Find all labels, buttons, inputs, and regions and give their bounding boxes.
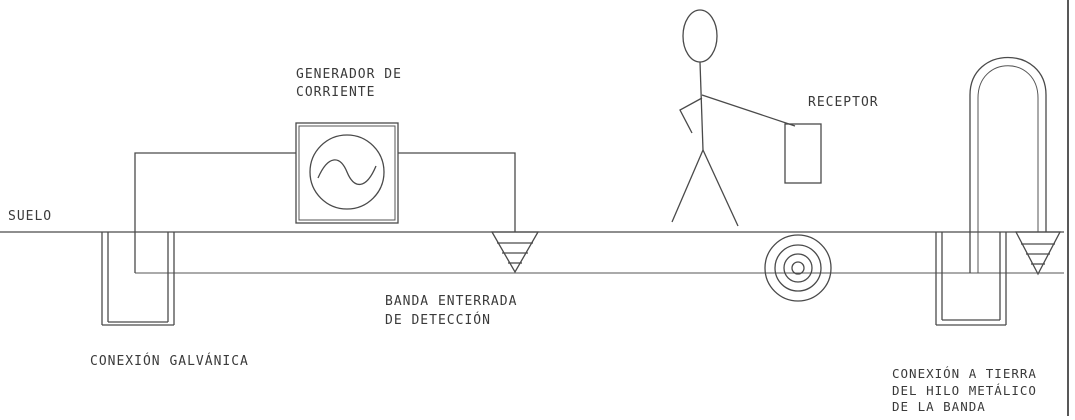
ac-sine-generator-icon <box>295 122 399 224</box>
suelo-label: SUELO <box>8 209 52 224</box>
tierra-label-line3: DE LA BANDA <box>892 399 986 414</box>
tierra-label-line2: DEL HILO METÁLICO <box>892 383 1037 398</box>
receiver-box-icon <box>784 123 822 184</box>
banda-label-line2: DE DETECCIÓN <box>385 312 491 328</box>
earth-connection-pit <box>935 232 1007 326</box>
ground-triangle-right-icon <box>1014 231 1062 276</box>
tierra-label-line1: CONEXIÓN A TIERRA <box>892 366 1037 381</box>
generator-wiring <box>134 152 516 273</box>
conexion-galvanica-label: CONEXIÓN GALVÁNICA <box>90 353 249 369</box>
galvanic-connection-pit <box>101 232 175 326</box>
generador-label-line1: GENERADOR DE <box>296 67 402 82</box>
ground-triangle-icon <box>490 231 540 274</box>
generador-label-line2: CORRIENTE <box>296 85 375 100</box>
concentric-circles-icon <box>764 234 832 302</box>
earth-wire-arch <box>969 56 1047 273</box>
banda-label-line1: BANDA ENTERRADA <box>385 294 517 309</box>
receptor-label: RECEPTOR <box>808 95 879 110</box>
stick-figure-icon <box>671 9 796 227</box>
